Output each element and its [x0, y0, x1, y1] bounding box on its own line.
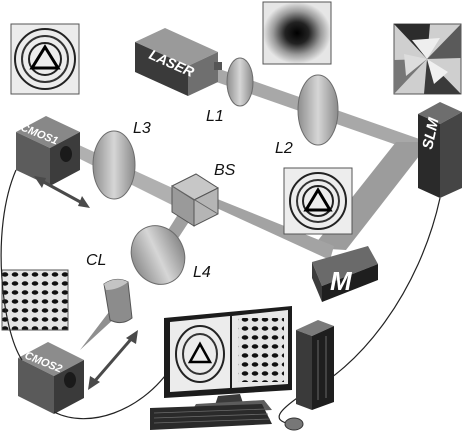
cmos2-camera-icon: CMOS2: [18, 342, 84, 414]
cylindrical-lens-icon: CL: [86, 252, 133, 324]
interference-inset-top-left: [10, 23, 80, 95]
hermite-gauss-inset: [1, 269, 69, 331]
lens-l1-icon: L1: [206, 57, 254, 125]
slm-icon: SLM: [418, 102, 462, 198]
beam-splitter-icon: BS: [170, 162, 236, 227]
l2-label: L2: [275, 140, 293, 157]
mirror-label: M: [330, 266, 353, 296]
slm-label: SLM: [419, 116, 442, 151]
laser-icon: LASER: [135, 28, 222, 96]
translation-arrow-cmos1-icon: [34, 176, 90, 208]
interference-inset-middle: [283, 167, 353, 235]
gaussian-beam-inset: [262, 1, 332, 65]
mirror-icon: M: [312, 246, 378, 302]
mouse-icon: [284, 417, 304, 431]
computer-tower-icon: [296, 320, 334, 410]
lens-l4-icon: L4: [130, 225, 211, 285]
slm-phase-inset: [393, 23, 462, 95]
cl-label: CL: [86, 252, 106, 269]
l3-label: L3: [133, 120, 151, 137]
keyboard-icon: [150, 404, 272, 430]
lens-l2-icon: L2: [275, 74, 339, 157]
l4-label: L4: [193, 264, 211, 281]
bs-label: BS: [214, 162, 236, 179]
computer-monitor-icon: [164, 306, 292, 414]
translation-arrow-cmos2-icon: [88, 330, 138, 390]
l1-label: L1: [206, 108, 224, 125]
cmos1-camera-icon: CMOS1: [16, 116, 80, 186]
lens-l3-icon: L3: [92, 120, 151, 200]
